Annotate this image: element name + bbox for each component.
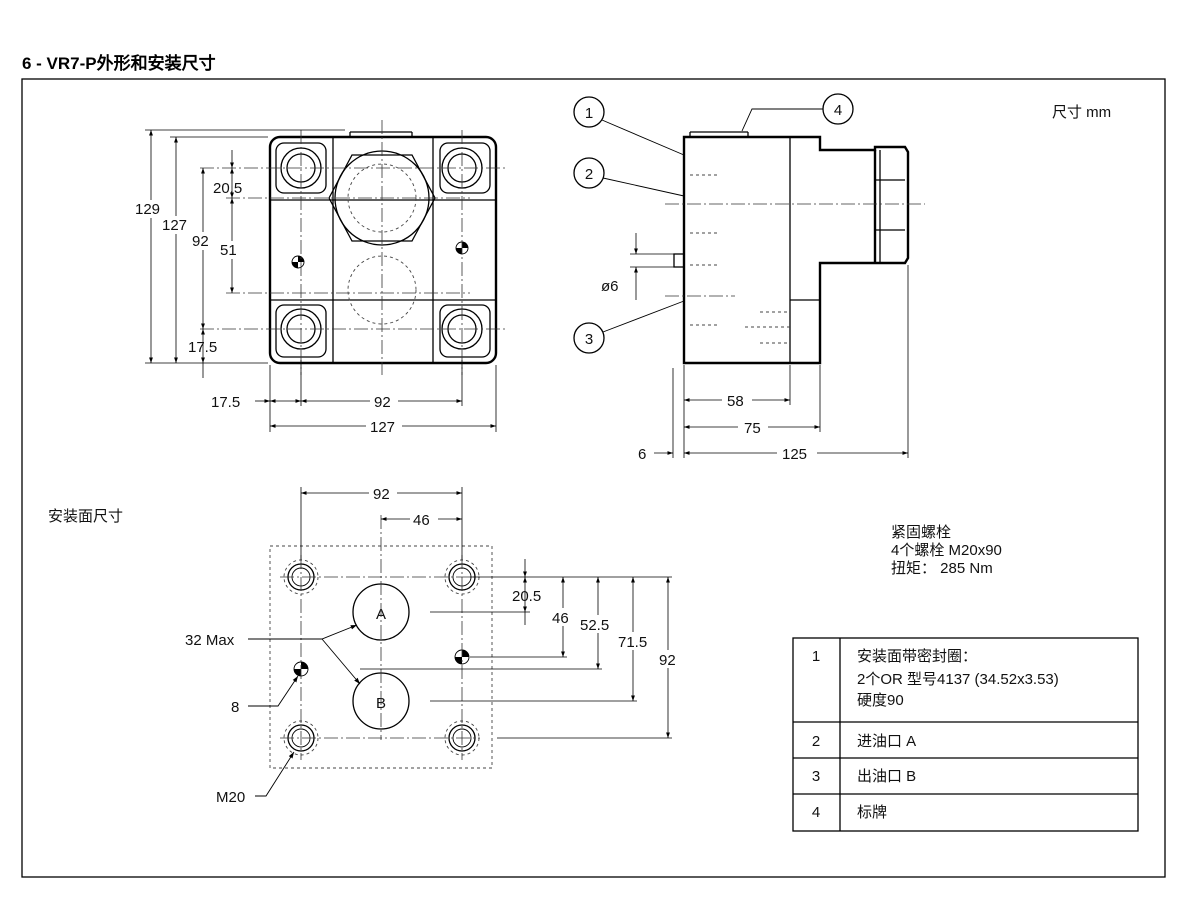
dim-17-5-vertical: 17.5 [188,339,217,356]
dim-51: 51 [220,242,237,259]
legend-row-1: 1 安装面带密封圈： 2个OR 型号4137 (34.52x3.53) 硬度90 [812,648,1059,709]
mounting-face-view: A B [185,484,684,806]
callout-4: 4 [741,93,854,132]
svg-text:4: 4 [812,804,820,821]
callout-1: 1 [573,96,685,156]
dim-125: 125 [782,446,807,463]
svg-text:2: 2 [812,733,820,750]
dim-20-5: 20.5 [213,180,242,197]
legend-row-3: 3 出油口 B [812,768,916,785]
dim-127-vertical: 127 [162,217,187,234]
callout-2: 2 [573,157,685,197]
svg-text:出油口 B: 出油口 B [857,768,916,785]
drawing-frame [21,78,1166,878]
svg-text:硬度90: 硬度90 [857,692,904,709]
svg-text:2: 2 [585,166,593,183]
dim-127-horizontal: 127 [370,419,395,436]
legend-row-4: 4 标牌 [812,804,887,821]
label-m20: M20 [216,789,245,806]
svg-text:1: 1 [585,105,593,122]
dim-58: 58 [727,393,744,410]
side-body-outline [682,135,910,365]
dim-92-horizontal: 92 [374,394,391,411]
dim-phi6: ø6 [601,278,619,295]
dim-75: 75 [744,420,761,437]
callout-3: 3 [573,300,685,354]
dim-17-5-horizontal: 17.5 [211,394,240,411]
legend-table: 1 安装面带密封圈： 2个OR 型号4137 (34.52x3.53) 硬度90… [792,637,1139,832]
legend-row-2: 2 进油口 A [812,733,916,750]
dim-46-face: 46 [552,610,569,627]
bolt-hole-bottom-right [439,304,491,358]
side-locating-pin [673,253,685,268]
dim-92-top: 92 [373,486,390,503]
label-8: 8 [231,699,239,716]
locating-pin-left [291,255,305,269]
svg-text:4: 4 [834,102,842,119]
front-view: 129 127 92 20.5 51 17.5 17.5 92 127 [134,120,505,436]
bolt-info-spec: 4个螺栓 M20x90 [891,542,1002,559]
bolt-info: 紧固螺栓 4个螺栓 M20x90 扭矩： 285 Nm [891,524,1002,577]
label-32-max: 32 Max [185,632,235,649]
dim-71-5: 71.5 [618,634,647,651]
bolt-info-title: 紧固螺栓 [891,524,951,541]
page-title: 6 - VR7-P外形和安装尺寸 [22,54,216,73]
dim-20-5-face: 20.5 [512,588,541,605]
svg-text:安装面带密封圈：: 安装面带密封圈： [857,648,977,665]
unit-label: 尺寸 mm [1052,104,1111,121]
svg-text:3: 3 [812,768,820,785]
dim-92-vertical: 92 [192,233,209,250]
side-view: 58 75 6 125 ø6 1 2 3 4 [573,93,925,463]
svg-text:1: 1 [812,648,820,665]
dim-92-right: 92 [659,652,676,669]
svg-text:标牌: 标牌 [857,804,887,821]
dim-129: 129 [135,201,160,218]
svg-text:3: 3 [585,331,593,348]
mounting-face-title: 安装面尺寸 [48,508,123,525]
dim-6: 6 [638,446,646,463]
dim-52-5: 52.5 [580,617,609,634]
bolt-info-torque: 扭矩： 285 Nm [891,560,993,577]
svg-text:2个OR 型号4137 (34.52x3.53): 2个OR 型号4137 (34.52x3.53) [857,671,1059,688]
svg-text:进油口 A: 进油口 A [857,733,916,750]
dim-46-top: 46 [413,512,430,529]
